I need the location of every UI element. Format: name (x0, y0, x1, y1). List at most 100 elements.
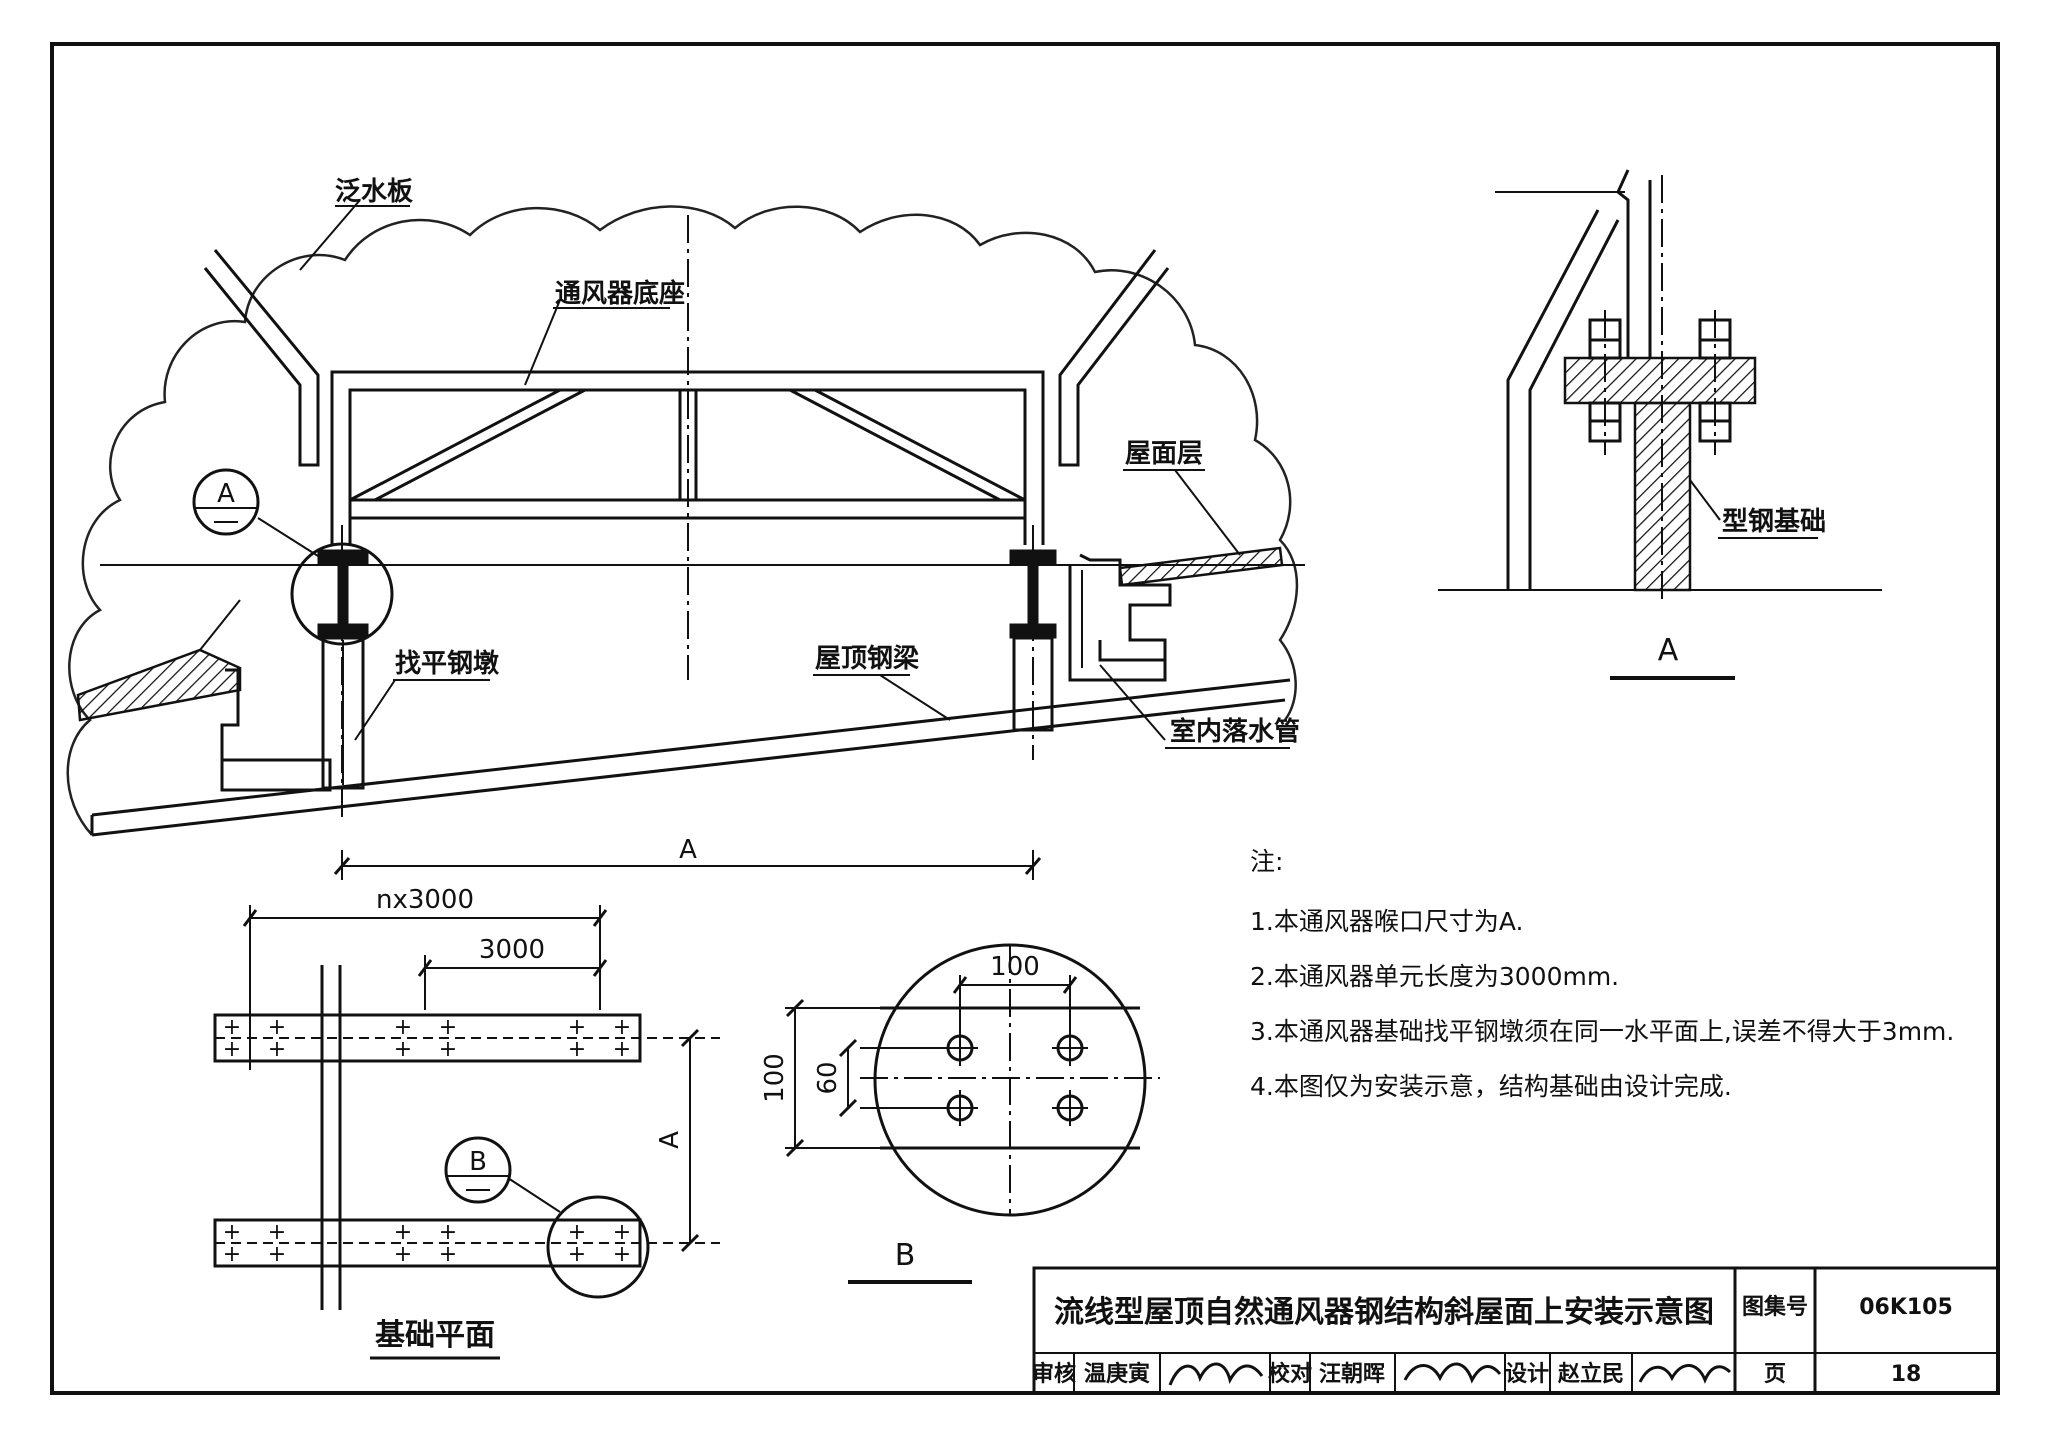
detail-b-ref-bubble (444, 1136, 512, 1204)
checker-name: 汪朝晖 (1319, 1361, 1385, 1387)
svg-text:+: + (568, 1015, 586, 1040)
dim-plate-width: 100 (760, 1053, 790, 1103)
dim-plan-a-tick-bottom (680, 1233, 700, 1253)
dim-unit-tick-left (417, 959, 433, 977)
dim-n-tick-right (592, 909, 608, 927)
break-cloud (66, 205, 1299, 836)
label-ventilator-base: 通风器底座 (555, 278, 685, 309)
dim-gauge-tick-bottom (838, 1098, 858, 1118)
roof-steel-beam-bottom (91, 698, 1286, 837)
detail-a-flashing (1506, 209, 1600, 590)
detail-a-title: A (1658, 633, 1679, 668)
svg-text:+: + (568, 1242, 586, 1267)
detail-a-flashing-inner (1528, 219, 1620, 590)
dim-bolt-spacing: 100 (990, 952, 1040, 982)
roof-flash-left (199, 599, 241, 651)
leader-beam (879, 674, 951, 721)
base-diagonal-right (789, 388, 1026, 502)
svg-text:+: + (394, 1242, 412, 1267)
detail-b-ref-label: B (469, 1147, 487, 1177)
gutter-right (1079, 553, 1172, 662)
svg-text:+: + (439, 1037, 457, 1062)
flashing-right (1058, 249, 1170, 467)
check-label: 校对 (1268, 1361, 1312, 1387)
reviewer-signature (1168, 1362, 1264, 1386)
notes-heading: 注: (1250, 847, 1283, 876)
foundation-plan-title: 基础平面 (375, 1318, 495, 1353)
reviewer-name: 温庚寅 (1084, 1361, 1150, 1387)
svg-text:+: + (268, 1037, 286, 1062)
title-block-lower-cells (1073, 1353, 1633, 1393)
leader-detail-b (507, 1177, 561, 1213)
detail-a-bolt-left (1588, 310, 1622, 455)
svg-text:+: + (268, 1220, 286, 1245)
svg-text:+: + (439, 1242, 457, 1267)
dim-a-tick-left (333, 857, 351, 875)
label-leveling-pier: 找平钢墩 (395, 649, 500, 679)
page-number: 18 (1891, 1362, 1922, 1387)
roof-edge-left (220, 668, 332, 792)
page-label: 页 (1764, 1362, 1786, 1387)
dim-a-tick-right (1024, 857, 1042, 875)
leader-flashing (299, 199, 361, 271)
dim-n-tick-left (242, 909, 258, 927)
svg-text:+: + (223, 1220, 241, 1245)
atlas-label: 图集号 (1742, 1294, 1808, 1320)
pier-cap-left (317, 549, 369, 565)
pier-cap-right (1009, 549, 1057, 565)
note-1: 1.本通风器喉口尺寸为A. (1250, 907, 1523, 936)
svg-text:+: + (394, 1037, 412, 1062)
flashing-left (203, 249, 320, 467)
detail-a-bolt-right (1698, 310, 1732, 455)
plan-bolts-top: ++ ++ ++ ++ ++ ++ (223, 1015, 631, 1062)
svg-text:+: + (394, 1015, 412, 1040)
leader-base (524, 299, 561, 386)
title-block: 流线型屋顶自然通风器钢结构斜屋面上安装示意图 图集号 06K105 审核 温庚寅… (1032, 1266, 2000, 1395)
svg-text:+: + (568, 1220, 586, 1245)
detail-b-title: B (895, 1238, 916, 1273)
label-roof-beam: 屋顶钢梁 (815, 644, 919, 674)
designer-signature (1638, 1364, 1732, 1384)
leader-detail-a (257, 517, 319, 557)
note-4: 4.本图仅为安装示意，结构基础由设计完成. (1250, 1072, 1732, 1101)
dim-bolt-tick-left (952, 976, 968, 994)
leader-downpipe (1099, 664, 1166, 741)
detail-b-callout (546, 1195, 650, 1299)
label-roof-layer: 屋面层 (1125, 439, 1203, 469)
title-block-frame (1032, 1266, 2000, 1395)
dim-plate-tick-bottom (785, 1138, 805, 1158)
pier-web-right (1027, 563, 1039, 625)
detail-a-view: 型钢基础 A (1438, 169, 1882, 680)
detail-b-view: 100 100 60 B (760, 943, 1160, 1284)
note-2: 2.本通风器单元长度为3000mm. (1250, 962, 1619, 991)
dim-gauge-tick-top (838, 1038, 858, 1058)
svg-text:+: + (223, 1242, 241, 1267)
roof-layer-right (1118, 546, 1284, 587)
svg-text:+: + (223, 1037, 241, 1062)
label-downpipe: 室内落水管 (1170, 716, 1300, 747)
svg-text:+: + (268, 1015, 286, 1040)
foundation-plan: nx3000 3000 ++ ++ ++ ++ ++ ++ ++ ++ ++ (213, 885, 720, 1360)
label-steel-foundation: 型钢基础 (1722, 507, 1826, 537)
dim-plan-a-tick-top (680, 1028, 700, 1048)
section-view: A 泛水板 通风器底座 屋面层 找平钢墩 屋顶钢梁 室内落水管 A (66, 177, 1305, 880)
dim-bolt-gauge: 60 (813, 1061, 843, 1094)
detail-a-ref-label: A (217, 479, 235, 509)
svg-text:+: + (223, 1015, 241, 1040)
leader-roof-layer (1174, 469, 1241, 556)
label-flashing: 泛水板 (335, 177, 413, 207)
svg-text:+: + (268, 1242, 286, 1267)
atlas-number: 06K105 (1859, 1295, 1953, 1320)
base-diagonal-left (349, 388, 586, 502)
detail-a-ref-bubble (192, 468, 260, 536)
svg-text:+: + (613, 1015, 631, 1040)
designer-name: 赵立民 (1557, 1361, 1624, 1387)
detail-a-tee (1633, 401, 1692, 592)
dim-unit-tick-right (592, 959, 608, 977)
detail-b-bolt-holes (942, 1030, 1088, 1126)
svg-text:+: + (439, 1220, 457, 1245)
detail-a-plate (1563, 356, 1757, 405)
pier-foot-left (317, 623, 369, 639)
svg-text:+: + (439, 1015, 457, 1040)
